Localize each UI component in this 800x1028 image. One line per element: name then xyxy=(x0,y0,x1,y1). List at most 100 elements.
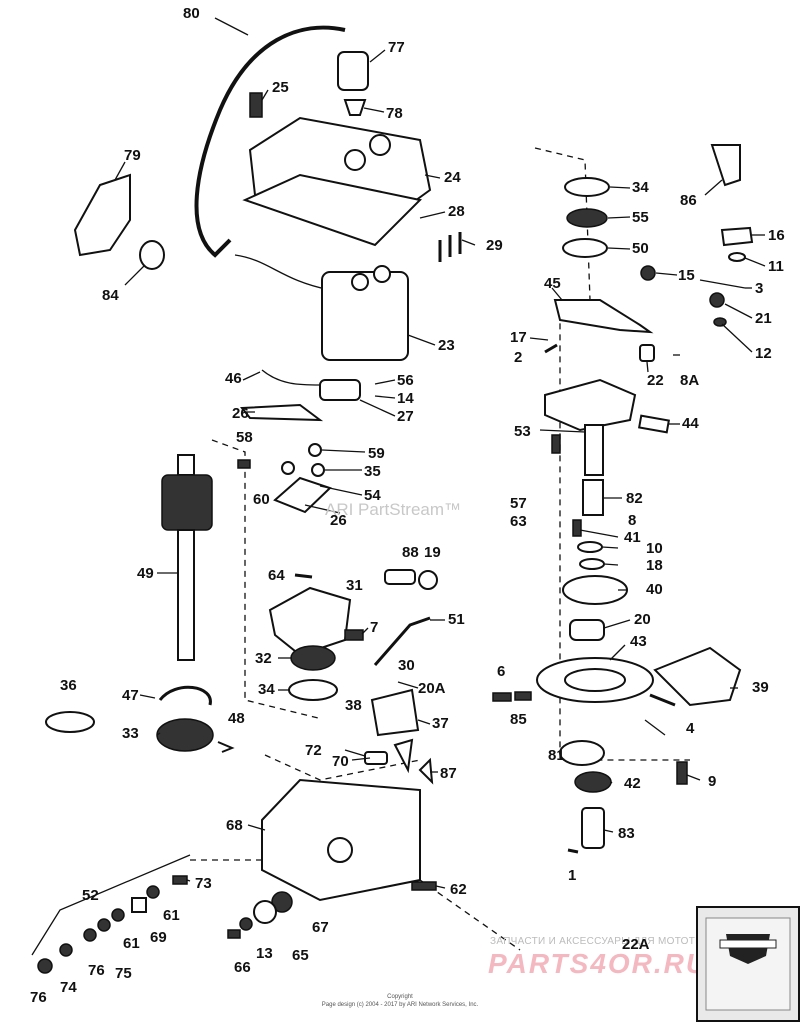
label-33: 33 xyxy=(122,725,139,742)
part-55-seal xyxy=(566,208,608,228)
label-39: 39 xyxy=(752,679,769,696)
part-48-clip xyxy=(217,741,235,753)
label-26b: 26 xyxy=(330,512,347,529)
part-23-terminal-b xyxy=(373,265,391,283)
label-87: 87 xyxy=(440,765,457,782)
part-37-bracket xyxy=(370,688,420,737)
label-34a: 34 xyxy=(632,179,649,196)
part-50-washer xyxy=(562,238,608,258)
label-54: 54 xyxy=(364,487,381,504)
label-62: 62 xyxy=(450,881,467,898)
label-81: 81 xyxy=(548,747,565,764)
part-73-screw xyxy=(172,875,188,885)
label-35: 35 xyxy=(364,463,381,480)
label-14: 14 xyxy=(397,390,414,407)
leader-lines xyxy=(114,17,766,889)
label-84: 84 xyxy=(102,287,119,304)
part-39-plate xyxy=(653,646,742,707)
label-69: 69 xyxy=(150,929,167,946)
label-76b: 76 xyxy=(30,989,47,1006)
part-9-screw xyxy=(676,761,688,785)
part-88-plug xyxy=(384,569,416,585)
label-4: 4 xyxy=(686,720,695,737)
label-78: 78 xyxy=(386,105,403,122)
label-60: 60 xyxy=(253,491,270,508)
label-32: 32 xyxy=(255,650,272,667)
label-2: 2 xyxy=(514,349,522,366)
part-12-part xyxy=(713,317,727,327)
label-43: 43 xyxy=(630,633,647,650)
label-3: 3 xyxy=(755,280,763,297)
label-23: 23 xyxy=(438,337,455,354)
label-34b: 34 xyxy=(258,681,275,698)
label-83: 83 xyxy=(618,825,635,842)
part-31-housing xyxy=(268,586,352,657)
part-32-bearing xyxy=(290,645,336,671)
label-72: 72 xyxy=(305,742,322,759)
part-61a-part xyxy=(146,885,160,899)
label-29: 29 xyxy=(486,237,503,254)
part-4-pin xyxy=(649,693,676,707)
part-46-lead xyxy=(261,369,321,386)
part-49-shaft xyxy=(177,529,195,661)
label-6: 6 xyxy=(497,663,505,680)
label-58: 58 xyxy=(236,429,253,446)
part-23-lead xyxy=(234,254,331,291)
label-22A: 22A xyxy=(622,936,650,953)
part-53-plate xyxy=(544,378,637,432)
part-35-washer xyxy=(311,463,325,477)
part-26-plate xyxy=(240,403,324,422)
label-65: 65 xyxy=(292,947,309,964)
label-20A: 20A xyxy=(418,680,446,697)
part-7-screw xyxy=(344,629,364,641)
label-73: 73 xyxy=(195,875,212,892)
label-50: 50 xyxy=(632,240,649,257)
part-15-nut xyxy=(640,265,656,281)
part-19-ring xyxy=(418,570,438,590)
part-2-screw xyxy=(544,343,558,354)
part-11-washer xyxy=(728,252,746,262)
part-59-washer xyxy=(308,443,322,457)
part-20-bearing xyxy=(569,619,605,641)
part-87-lever xyxy=(393,738,414,774)
part-33-bearing xyxy=(156,718,214,752)
label-20: 20 xyxy=(634,611,651,628)
part-23-coil xyxy=(321,271,409,361)
label-45: 45 xyxy=(544,275,561,292)
part-49-rotor xyxy=(161,474,213,531)
part-69-part xyxy=(131,897,147,913)
label-28: 28 xyxy=(448,203,465,220)
label-44: 44 xyxy=(682,415,699,432)
part-44-part xyxy=(638,414,670,434)
part-34b-washer xyxy=(288,679,338,701)
label-49: 49 xyxy=(137,565,154,582)
harley-davidson-logo xyxy=(705,917,791,1011)
part-85-screw xyxy=(514,691,532,701)
part-22-part xyxy=(639,344,655,362)
label-24: 24 xyxy=(444,169,461,186)
part-62-screw xyxy=(411,881,437,891)
label-40: 40 xyxy=(646,581,663,598)
part-76b-part xyxy=(37,958,53,974)
part-26b-plate xyxy=(273,476,332,514)
part-61b-part xyxy=(111,908,125,922)
part-10-washer xyxy=(577,541,603,553)
part-40-cam xyxy=(562,575,628,605)
part-labels: 80 77 25 78 79 24 28 29 84 23 34 55 50 8… xyxy=(30,5,785,1006)
label-68: 68 xyxy=(226,817,243,834)
assembly-line-left xyxy=(211,439,319,719)
part-18-washer xyxy=(579,558,605,570)
label-15: 15 xyxy=(678,267,695,284)
label-64: 64 xyxy=(268,567,285,584)
label-85: 85 xyxy=(510,711,527,728)
part-53-shaft xyxy=(584,424,604,476)
label-8A: 8A xyxy=(680,372,699,389)
part-6-screw xyxy=(492,692,512,702)
label-25: 25 xyxy=(272,79,289,96)
part-3-pin xyxy=(699,279,746,289)
site-watermark-logo: PARTS4OR.RU xyxy=(488,948,709,979)
label-30: 30 xyxy=(398,657,415,674)
label-77: 77 xyxy=(388,39,405,56)
label-36: 36 xyxy=(60,677,77,694)
